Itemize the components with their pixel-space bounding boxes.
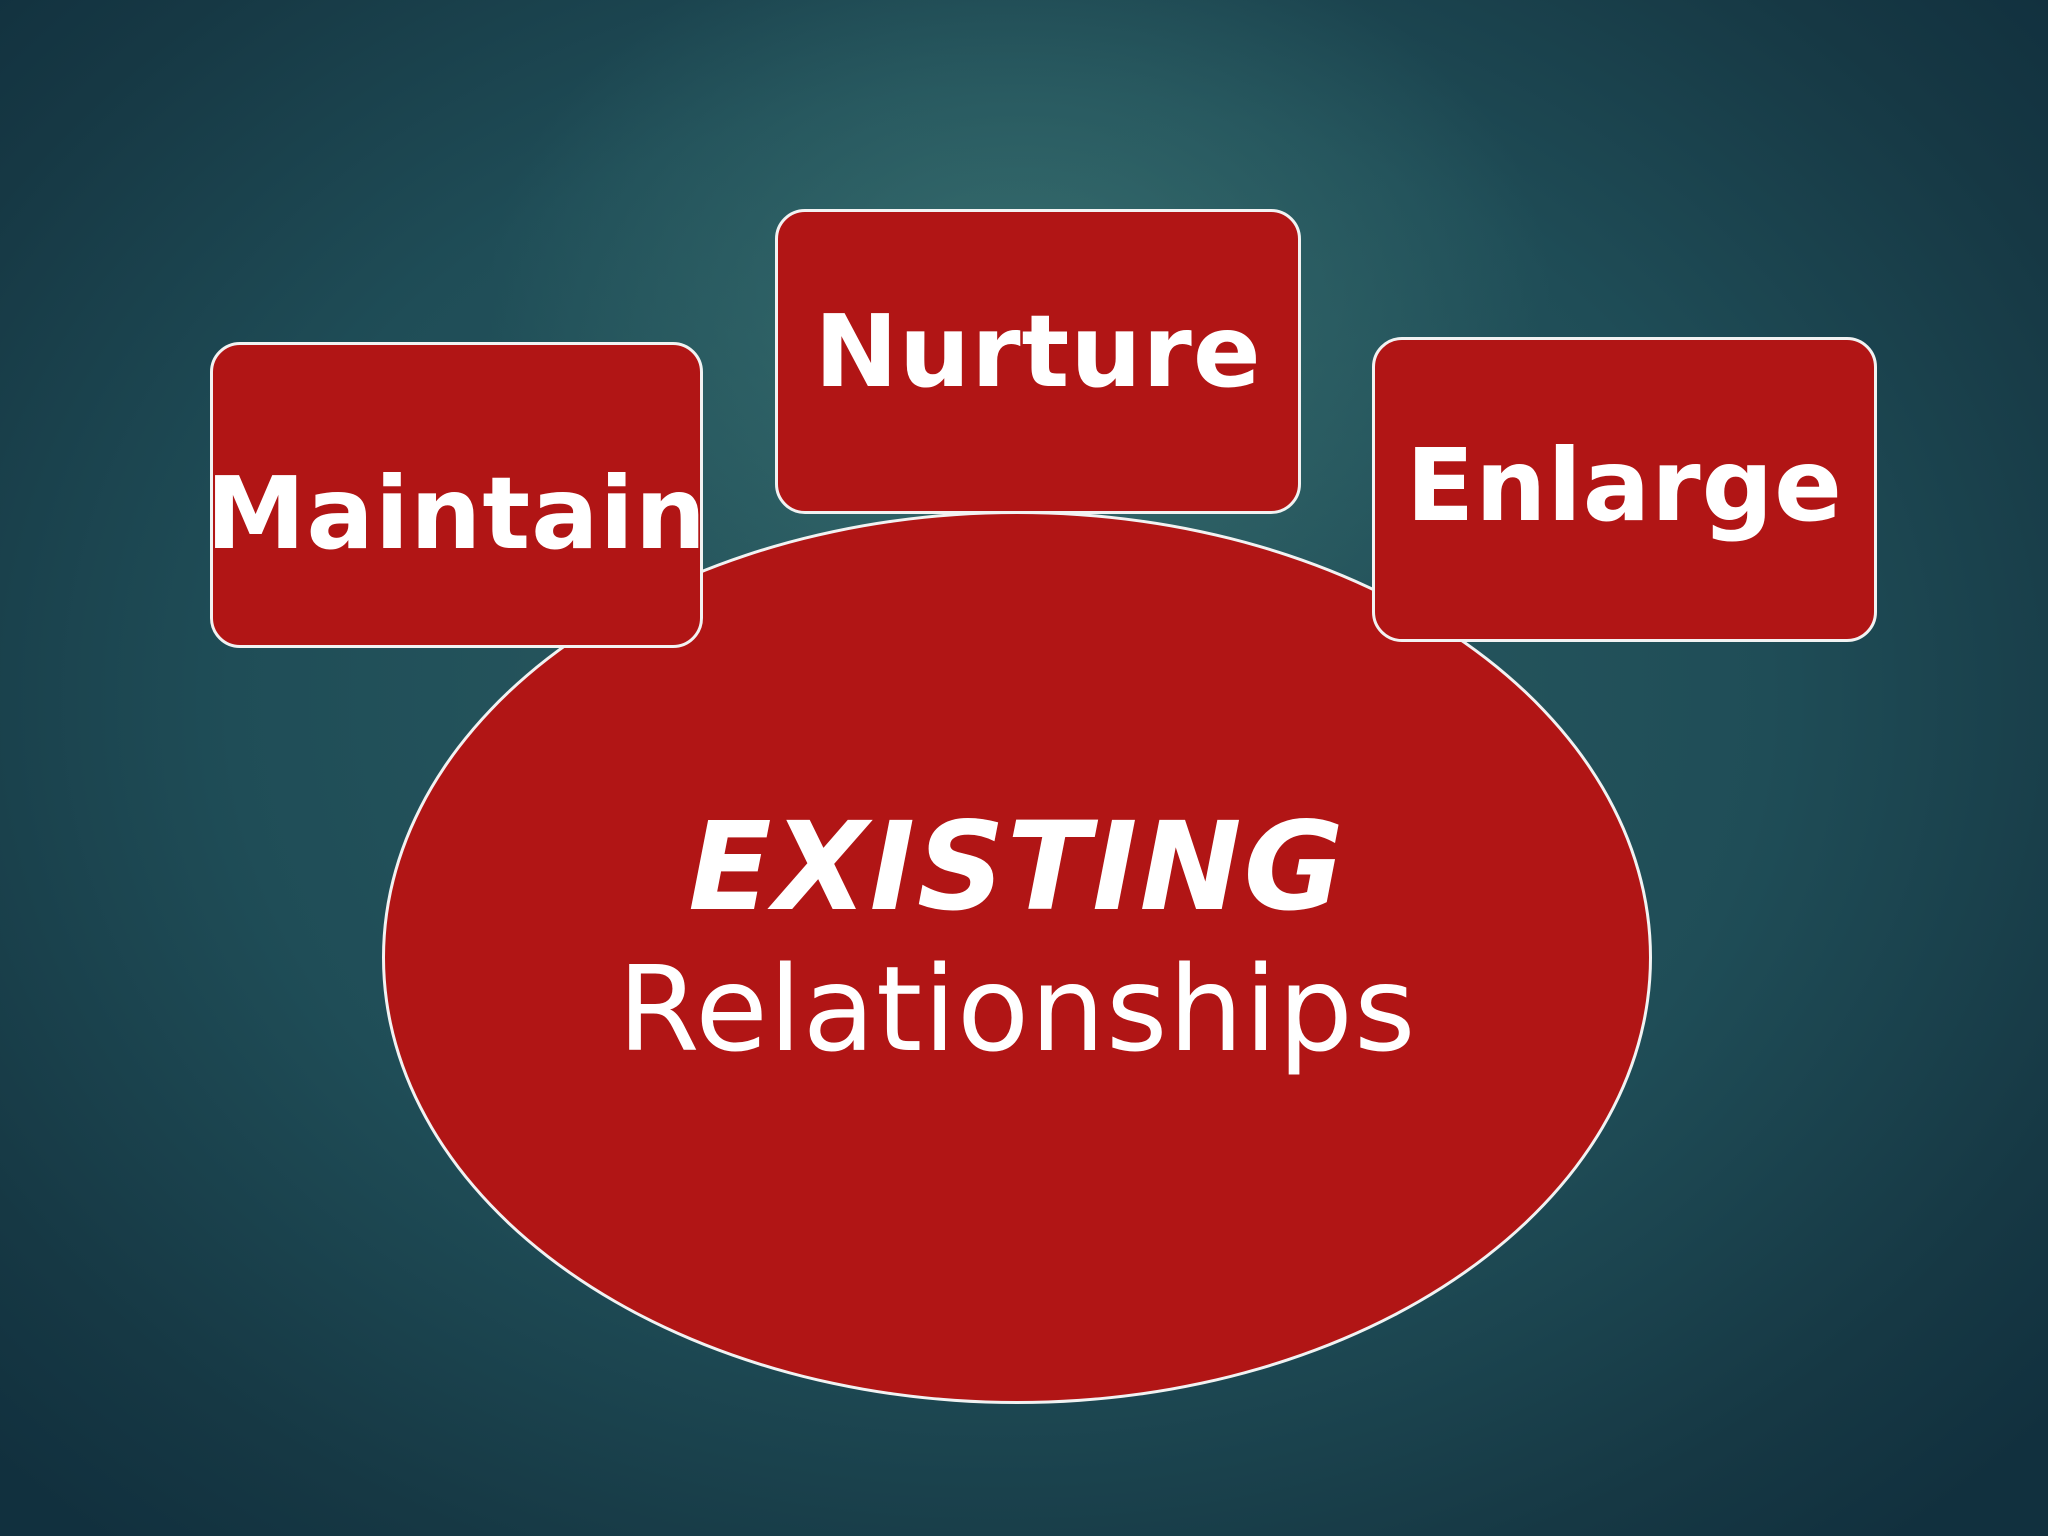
center-title: EXISTING <box>688 796 1346 938</box>
center-label: EXISTING Relationships <box>382 800 1652 1084</box>
nurture-box: Nurture <box>775 209 1301 514</box>
center-subtitle: Relationships <box>617 940 1417 1078</box>
enlarge-label: Enlarge <box>1406 427 1843 544</box>
enlarge-box: Enlarge <box>1372 337 1877 642</box>
existing-relationships-ellipse <box>382 511 1652 1404</box>
maintain-label: Maintain <box>205 454 708 572</box>
maintain-box: Maintain <box>206 342 706 648</box>
nurture-label: Nurture <box>814 293 1262 410</box>
